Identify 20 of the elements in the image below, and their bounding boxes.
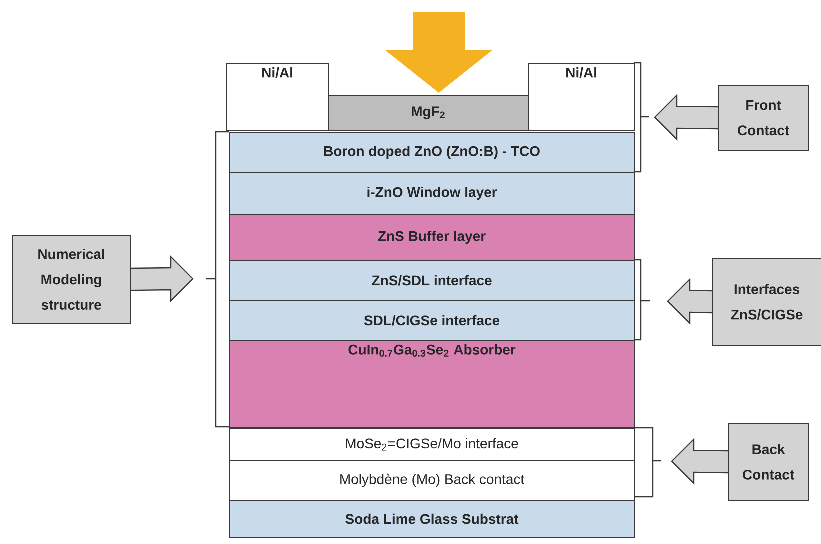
layer-box: Molybdène (Mo) Back contact (229, 460, 636, 502)
layer-box: Soda Lime Glass Substrat (229, 500, 636, 538)
block-arrow (671, 438, 729, 485)
layer-box: SDL/CIGSe interface (229, 300, 636, 342)
layer-box: ZnS Buffer layer (229, 214, 636, 262)
electrode-box: Ni/Al (226, 63, 330, 132)
layer-box: Boron doped ZnO (ZnO:B) - TCO (229, 132, 636, 174)
layer-box: CuIn$_{0.7}$Ga$_{0.3}$Se$_{2}$ Absorber (229, 340, 636, 428)
callout-box: Interfaces ZnS/CIGSe (712, 258, 821, 346)
block-arrow (130, 256, 194, 302)
electrode-box: Ni/Al (528, 63, 636, 132)
block-arrow (667, 278, 713, 325)
block-arrow (654, 94, 719, 141)
callout-box: Front Contact (718, 85, 810, 152)
callout-box: Back Contact (728, 423, 810, 502)
layer-box: MgF$_{2}$ (328, 95, 530, 132)
layer-box: ZnS/SDL interface (229, 260, 636, 302)
layer-box: i-ZnO Window layer (229, 172, 636, 216)
layer-box: MoSe$_{2}$=CIGSe/Mo interface (229, 428, 636, 462)
callout-box: Numerical Modeling structure (12, 235, 132, 324)
